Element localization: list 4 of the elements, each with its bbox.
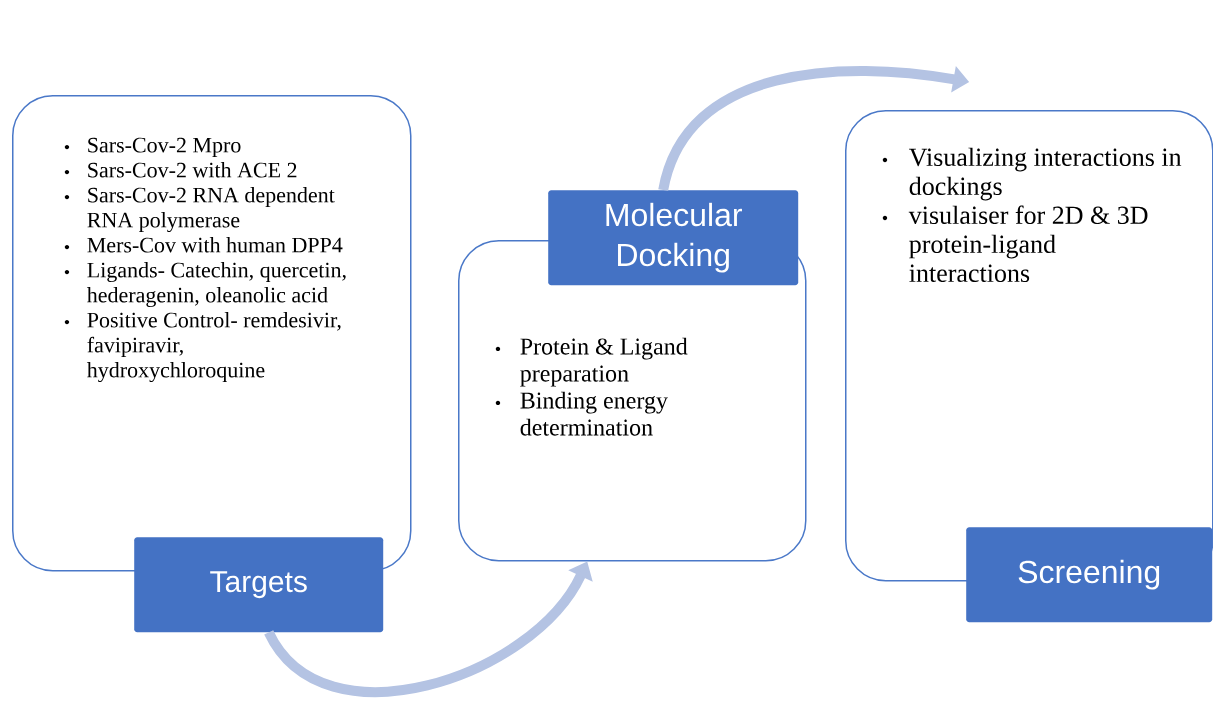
rounded-panel: Sars-Cov-2 Mpro Sars-Cov-2 with ACE 2 Sars-Cov-2 RNA dependent RNA polymerase Mers-Cov with human DPP4 Ligands- Catechin, quercetin, hederagenin, oleanolic acid Positive Control- remdesivir, favipiravir, hydroxychloroquine [12,95,412,572]
title-box: Screening [966,527,1213,623]
title-box: Targets [134,537,384,633]
title-box: Molecular Docking [548,190,799,286]
